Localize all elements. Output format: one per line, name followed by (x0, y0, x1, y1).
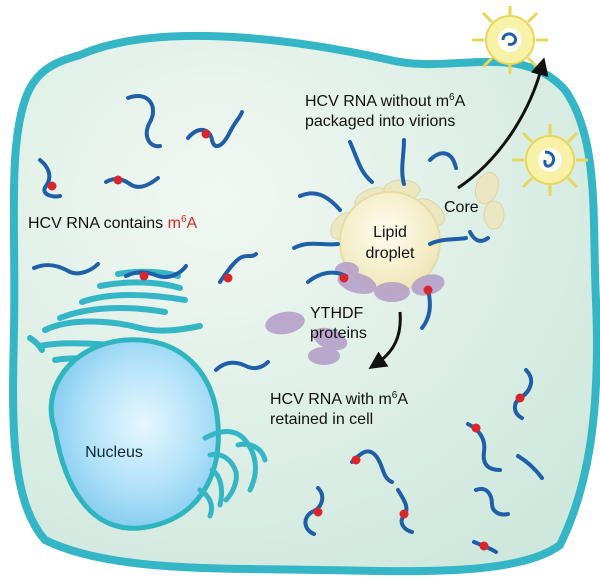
er-network-right (197, 429, 268, 519)
ythdf-label-line2: proteins (310, 325, 367, 342)
retained-label-line2: retained in cell (270, 411, 373, 428)
ythdf-label-line1: YTHDF (310, 305, 364, 322)
core-label: Core (444, 199, 479, 216)
rna-strands (32, 94, 544, 554)
virion-label-line1: HCV RNA without m6A (305, 92, 466, 110)
nucleus (48, 337, 221, 531)
ythdf-proteins (265, 262, 445, 365)
virion-bottom (512, 124, 588, 196)
retained-label-line1: HCV RNA with m6A (270, 390, 408, 408)
lipid-droplet-label-line1: Lipid (373, 224, 407, 241)
export-arrow (457, 57, 549, 190)
rna-contains-label: HCV RNA contains m6A (28, 214, 198, 232)
m6a-marks (47, 129, 525, 551)
retention-arrow (368, 311, 402, 369)
lipid-droplet-label-line2: droplet (366, 245, 415, 262)
nucleus-label: Nucleus (85, 444, 143, 461)
virion-label-line2: packaged into virions (305, 113, 455, 130)
